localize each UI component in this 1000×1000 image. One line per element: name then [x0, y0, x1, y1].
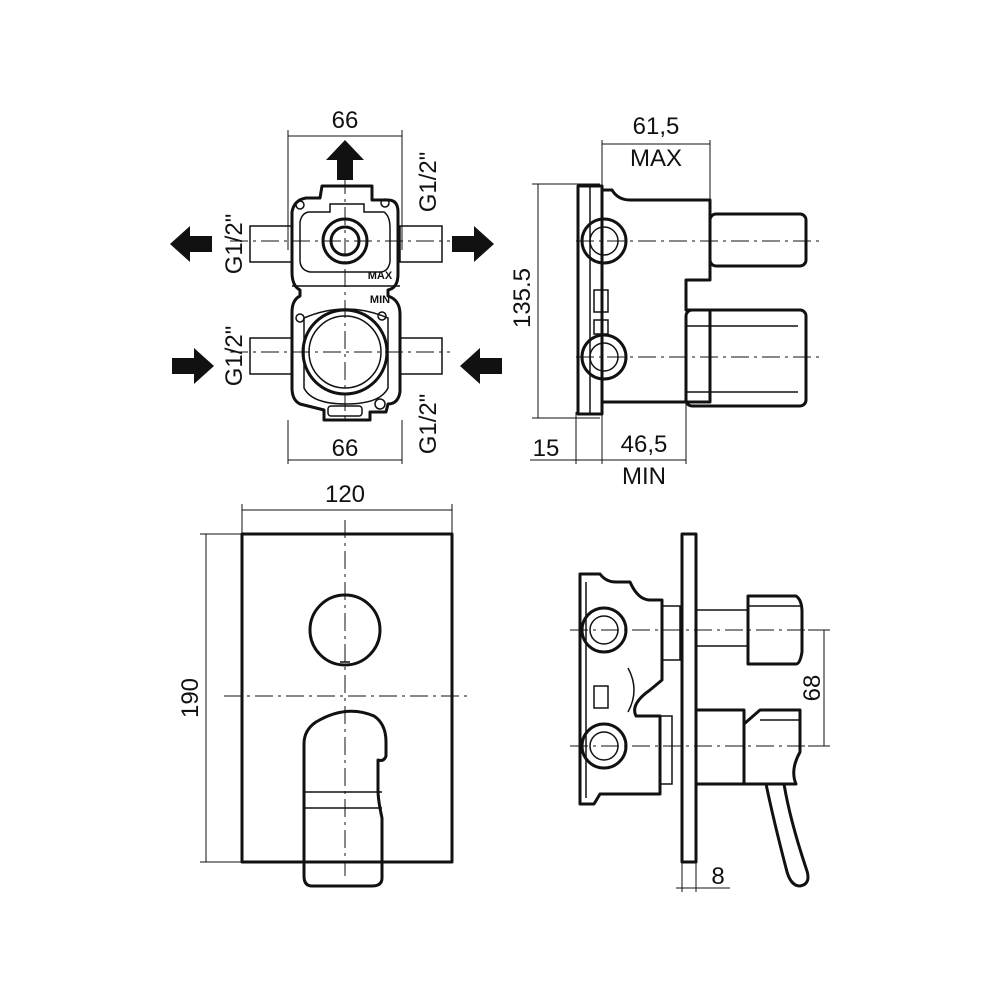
cover-plate	[240, 532, 454, 864]
outlet-arrow-left-icon	[170, 226, 212, 262]
dim-top-width: 66	[332, 107, 359, 134]
dim-plate-width: 120	[325, 481, 365, 508]
dim-plate-height: 190	[177, 678, 204, 718]
thread-label-bottom-left: G1/2"	[221, 326, 248, 387]
dim-depth-max-label: MAX	[630, 145, 682, 172]
outlet-arrow-right-icon	[452, 226, 494, 262]
dim-bottom-width: 66	[332, 435, 359, 462]
body-front-view: 66 66 MAX MIN	[170, 107, 502, 464]
dim-depth-min: 46,5	[621, 431, 668, 458]
thread-label-bottom-right: G1/2"	[415, 394, 442, 455]
thread-label-top-right: G1/2"	[415, 152, 442, 213]
dim-depth-min-label: MIN	[622, 463, 666, 490]
assembly-side-view: 68 8	[570, 532, 830, 892]
plate-front-view: 120 190	[177, 481, 470, 888]
dim-plate-thickness: 8	[711, 863, 724, 890]
outlet-arrow-up-icon	[326, 140, 364, 180]
dim-axis-spacing: 68	[799, 675, 826, 702]
body-outline	[290, 184, 402, 422]
inlet-arrow-right-icon	[172, 348, 214, 384]
thread-label-top-left: G1/2"	[221, 214, 248, 275]
marking-max: MAX	[368, 270, 393, 282]
mixer-lever	[302, 709, 388, 888]
inlet-arrow-left-icon	[460, 348, 502, 384]
body-side-view: 61,5 MAX 135.5 15 46,5 MIN	[509, 113, 820, 490]
dim-plate-offset: 15	[533, 435, 560, 462]
plate-section	[680, 532, 698, 864]
dim-height: 135.5	[509, 268, 536, 328]
dim-depth-max: 61,5	[633, 113, 680, 140]
marking-min: MIN	[370, 294, 390, 306]
